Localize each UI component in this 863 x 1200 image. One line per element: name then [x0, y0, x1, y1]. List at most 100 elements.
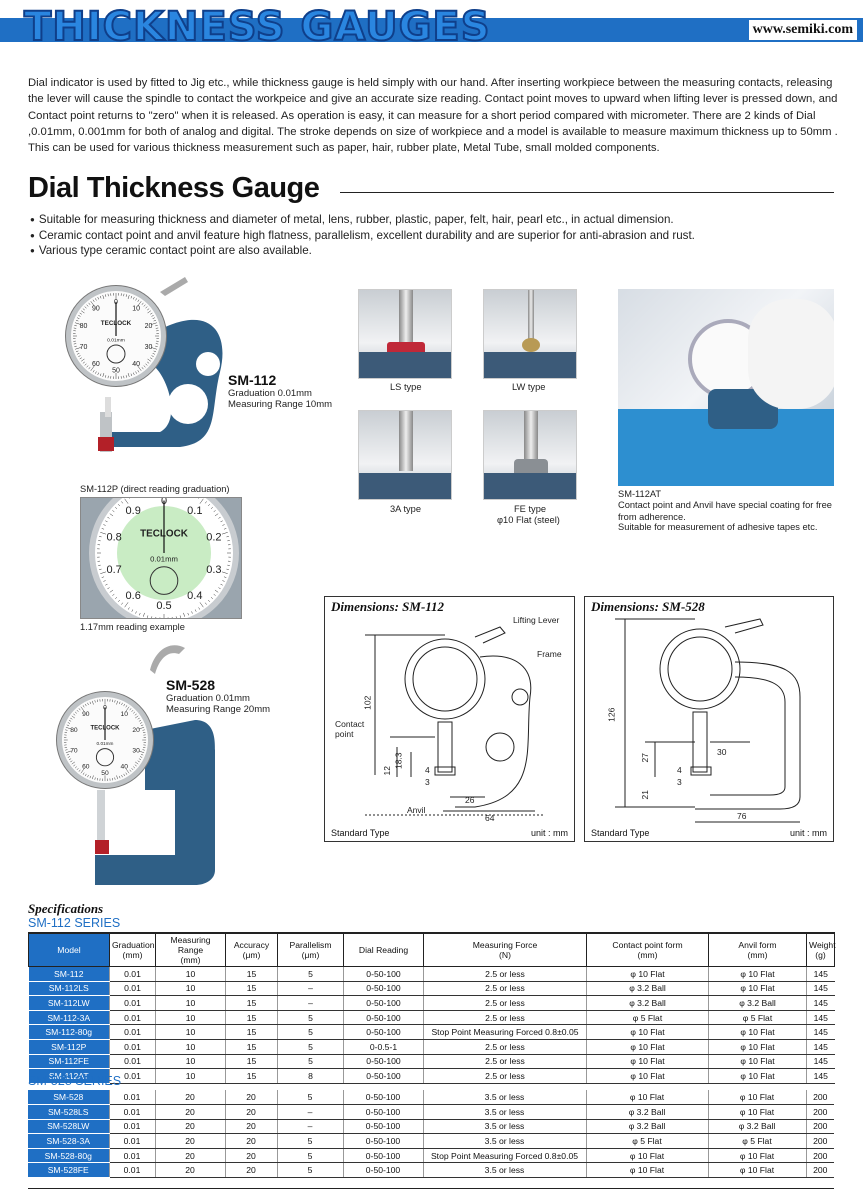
- section-title: Dial Thickness Gauge: [28, 172, 320, 204]
- dial-tick: [68, 719, 72, 722]
- dial-tick: [213, 510, 216, 513]
- fe-type-photo: [483, 410, 577, 500]
- dial-tick: [68, 758, 72, 761]
- dial-tick: [65, 750, 72, 753]
- dial-tick: [139, 612, 141, 616]
- dial-unit: 0.01mm: [97, 741, 114, 746]
- dial-tick: [78, 708, 81, 711]
- dial-tick: [112, 593, 115, 596]
- dial-tick: [213, 593, 216, 596]
- dial-tick: [81, 358, 85, 362]
- spec-cell: 15: [225, 1024, 278, 1040]
- spec-cell: 0.01: [109, 1024, 156, 1040]
- dial-tick: [99, 373, 102, 377]
- sm528-name: SM-528: [166, 677, 216, 693]
- spec-cell: 0.01: [108, 1162, 155, 1179]
- dial-tick: [102, 373, 105, 377]
- spec-cell: 0-50-100: [343, 995, 424, 1011]
- spec-cell: 0-50-100: [343, 1068, 424, 1084]
- spec-cell: 15: [225, 995, 278, 1011]
- dial-number: 60: [92, 361, 100, 368]
- feature-item: Various type ceramic contact point are a…: [30, 243, 830, 259]
- 3a-type-label: 3A type: [390, 504, 422, 514]
- spec-cell: 15: [225, 1054, 278, 1070]
- dial-tick: [207, 503, 211, 507]
- spec-cell: 20: [224, 1133, 277, 1149]
- dial-tick: [141, 367, 144, 370]
- spec-cell: 145: [806, 1010, 835, 1026]
- dial-number: 50: [112, 368, 120, 375]
- dial-tick: [123, 773, 126, 777]
- dial-number: 40: [132, 361, 140, 368]
- spec-cell: 2.5 or less: [423, 1010, 587, 1026]
- spec-header-cell: Model: [28, 932, 110, 967]
- dial-tick: [84, 363, 87, 366]
- spec-cell: 5: [276, 1133, 343, 1149]
- spec-cell: 5: [276, 1162, 343, 1179]
- dial-tick: [74, 345, 77, 347]
- spec-cell: –: [277, 995, 344, 1011]
- dial-tick: [82, 705, 85, 708]
- header-bar: [0, 18, 863, 42]
- dial-tick: [138, 719, 142, 722]
- spec-cell: 15: [225, 1039, 278, 1055]
- dial-number: 0.4: [187, 590, 202, 602]
- dial-tick: [130, 295, 133, 299]
- dim-sm528-drawing: [615, 618, 801, 823]
- spec-header-cell: Graduation (mm): [109, 932, 156, 967]
- dial-tick: [99, 295, 102, 299]
- sm528-graduation: Graduation 0.01mm: [166, 693, 250, 704]
- dial-tick: [214, 589, 219, 593]
- dial-tick: [119, 775, 121, 779]
- dial-tick: [74, 766, 77, 769]
- dial-tick: [198, 498, 200, 499]
- spec-model-cell: SM-528LS: [28, 1104, 109, 1120]
- website-url[interactable]: www.semiki.com: [748, 20, 857, 40]
- dial-tick: [147, 615, 149, 618]
- spec-cell: φ 10 Flat: [586, 966, 709, 982]
- spec-cell: 15: [225, 981, 278, 997]
- dial-tick: [131, 609, 134, 612]
- spec-cell: 5: [276, 1090, 343, 1106]
- dial-tick: [199, 602, 204, 608]
- spec-cell: 0-50-100: [342, 1104, 423, 1120]
- spec-cell: 20: [154, 1148, 225, 1164]
- dial-tick: [147, 358, 151, 362]
- dim-21: 21: [639, 790, 650, 800]
- dial-tick: [179, 615, 181, 618]
- spec-header-cell: Anvil form (mm): [708, 932, 807, 967]
- dial-number: 0.8: [106, 531, 121, 543]
- 3a-type-photo: [358, 410, 452, 500]
- spec-model-cell: SM-112AT: [28, 1068, 110, 1084]
- dial-tick: [135, 611, 137, 614]
- dim-126: 126: [606, 707, 617, 722]
- dial-tick: [117, 503, 121, 507]
- specifications-heading: Specifications: [28, 901, 104, 916]
- dial-number: 80: [80, 323, 88, 330]
- spec-cell: φ 10 Flat: [586, 1054, 709, 1070]
- dial-number: 10: [132, 306, 140, 313]
- dial-tick: [78, 355, 81, 357]
- spec-header-cell: Dial Reading: [343, 932, 424, 967]
- spec-cell: 20: [154, 1133, 225, 1149]
- spec-cell: 2.5 or less: [423, 981, 587, 997]
- dial-tick: [121, 501, 124, 504]
- dial-tick: [76, 709, 79, 712]
- dim-standard-type: Standard Type: [331, 828, 390, 838]
- dial-tick: [150, 357, 153, 360]
- dial-tick: [88, 302, 91, 305]
- dial-tick: [147, 310, 151, 314]
- dial-tick: [137, 301, 142, 307]
- intro-paragraph: Dial indicator is used by fitted to Jig …: [28, 77, 838, 155]
- spec-cell: 200: [805, 1162, 834, 1179]
- dial-tick: [71, 761, 75, 765]
- dial-number: 0.1: [187, 505, 202, 517]
- dial-tick: [78, 315, 81, 317]
- dial-tick: [87, 774, 89, 778]
- lw-type-label: LW type: [512, 382, 546, 392]
- sm528-range: Measuring Range 20mm: [166, 704, 271, 715]
- dial-tick: [92, 700, 94, 705]
